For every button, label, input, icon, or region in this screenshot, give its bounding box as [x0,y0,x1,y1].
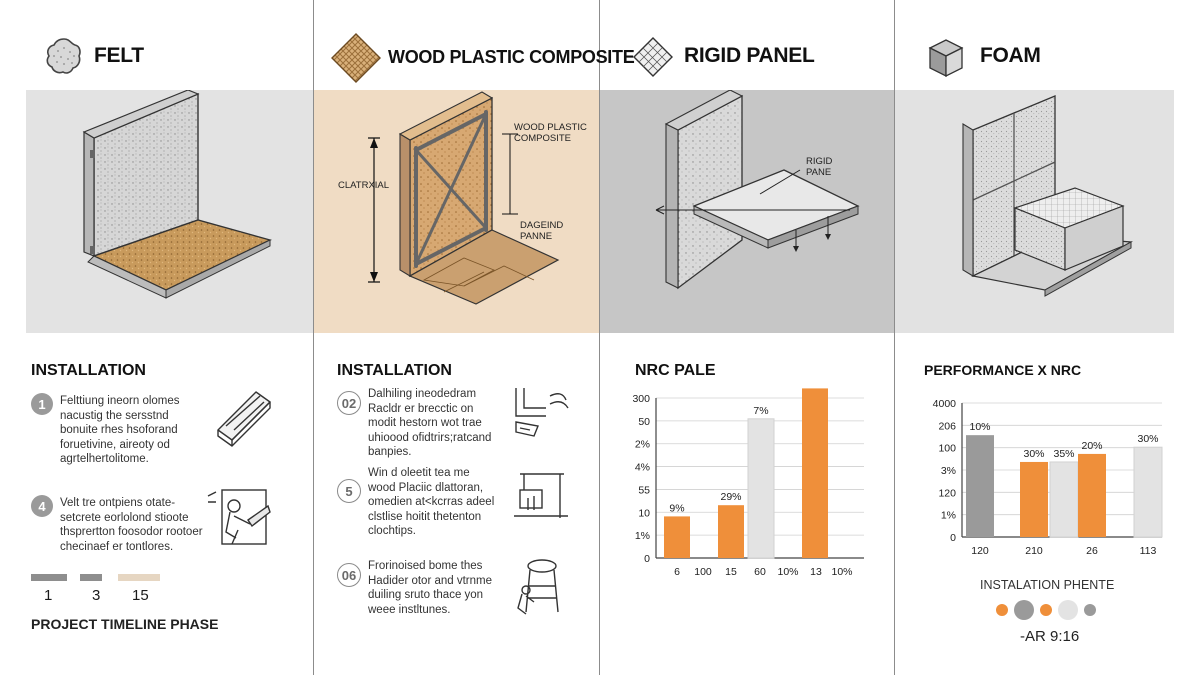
felt-step-text: Velt tre ontpiens otate- setcrete eorlol… [60,497,203,553]
y-tick-label: 120 [938,487,956,499]
legend-title: INSTALATION PHENTE [980,578,1115,592]
bar-data-label: 29% [720,491,741,503]
label-wpc: WOOD PLASTIC COMPOSITE [514,122,587,144]
column-divider [313,0,314,675]
performance-bar-chart: 4000 206 100 3% 120 1% 0 10% 30% 35% 20% 30% 120 210 2… [933,398,1163,557]
wpc-step-number: 02 [337,391,361,415]
bar-data-label: 30% [1023,448,1044,460]
bar [747,418,775,559]
column-divider [599,0,600,675]
wpc-installation-title: INSTALLATION [337,362,452,379]
felt-roll-icon [212,382,278,453]
y-tick-label: 3% [941,465,956,477]
bar [1133,446,1163,538]
y-tick-label: 0 [950,532,956,544]
wpc-step-text: Dalhiling ineodedram Racldr er brecctic … [368,388,492,458]
felt-step-text: Felttiung ineorn olomes nacustig the ser… [60,395,180,465]
bar-data-label: 20% [1081,440,1102,452]
foam-cube-icon [924,36,968,85]
bar [718,505,744,558]
felt-installation-title: INSTALLATION [31,362,146,379]
legend-dot [1084,604,1096,616]
label-dageind-panne: DAGEIND PANNE [520,220,564,242]
rigid-panel-swatch-icon [632,36,674,83]
column-title-wpc: WOOD PLASTIC COMPOSITE [388,47,635,67]
felt-swatch-icon [44,36,84,81]
column-title-felt: FELT [94,44,144,67]
wpc-illustration-panel: WOOD PLASTIC COMPOSITE CLATRXIAL DAGEIND… [314,90,599,333]
bar-data-label: 30% [1137,433,1158,445]
wpc-step-number: 06 [337,563,361,587]
y-tick-label: 50 [638,416,650,428]
x-tick-label: 13 [810,566,822,578]
felt-step-number: 1 [31,393,53,415]
bar-data-label: 10% [969,421,990,433]
felt-step-number: 4 [31,495,53,517]
legend-dot [1058,600,1078,620]
x-tick-label: 6 [674,566,680,578]
x-tick-label: 26 [1086,545,1098,557]
chart-footer: -AR 9:16 [1020,628,1080,645]
y-tick-label: 4% [635,462,650,474]
bar [802,388,828,558]
y-tick-label: 1% [635,530,650,542]
x-tick-label: 15 [725,566,737,578]
legend-dots [996,600,1096,620]
worker-ladder-icon [512,556,568,621]
x-tick-label: 10% [777,566,798,578]
y-tick-label: 4000 [933,398,957,410]
foam-illustration-panel [895,90,1174,333]
timeline-bar [80,574,102,581]
bar [1078,453,1106,537]
bar-data-label: 35% [1053,448,1074,460]
bar-data-label: 7% [753,405,768,417]
timeline-bar [31,574,67,581]
y-tick-label: 0 [644,553,650,565]
y-tick-label: 206 [938,420,956,432]
timeline-bar [118,574,160,581]
column-title-rigid-panel: RIGID PANEL [684,44,815,67]
bar-data-label: 9% [669,502,684,514]
timeline-label: 1 [44,587,53,604]
timeline-label: 15 [132,587,149,604]
workbench-icon [510,470,572,527]
wpc-step-text: Win d oleetit tea me wood Placiic dlatto… [368,467,495,537]
chart2-title: PERFORMANCE X NRC [924,362,1082,378]
column-divider [894,0,895,675]
y-tick-label: 2% [635,439,650,451]
x-tick-label: 210 [1025,545,1043,557]
rigid-panel-illustration-panel: RIGID PANE [600,89,894,333]
bar [966,435,994,537]
bar [664,516,690,558]
label-rigid-pane: RIGID PANE [806,156,833,178]
column-title-foam: FOAM [980,44,1041,67]
timeline-label: 3 [92,587,101,604]
bar [1020,461,1048,537]
x-tick-label: 113 [1140,545,1157,557]
wpc-swatch-icon [328,30,384,91]
wpc-step-text: Frorinoised bome thes Hadider otor and v… [368,560,493,616]
x-tick-label: 10% [831,566,852,578]
legend-dot [1014,600,1034,620]
x-tick-label: 60 [754,566,766,578]
installer-icon [204,486,274,553]
legend-dot [1040,604,1052,616]
wpc-step-number: 5 [337,479,361,503]
label-clatrxial: CLATRXIAL [338,180,390,191]
bracket-icon [510,382,572,449]
bar [1049,461,1079,538]
y-tick-label: 10 [638,507,650,519]
timeline-title: PROJECT TIMELINE PHASE [31,616,219,632]
nrc-bar-chart: 300502%4%55101%09%29%7%72%6100156010%131… [632,388,864,578]
y-tick-label: 100 [938,443,956,455]
y-tick-label: 55 [638,484,650,496]
y-tick-label: 300 [632,393,650,405]
x-tick-label: 120 [971,545,989,557]
y-tick-label: 1% [941,510,956,522]
chart1-title: NRC PALE [635,362,716,379]
x-tick-label: 100 [694,566,712,578]
felt-illustration-panel [26,89,313,333]
legend-dot [996,604,1008,616]
